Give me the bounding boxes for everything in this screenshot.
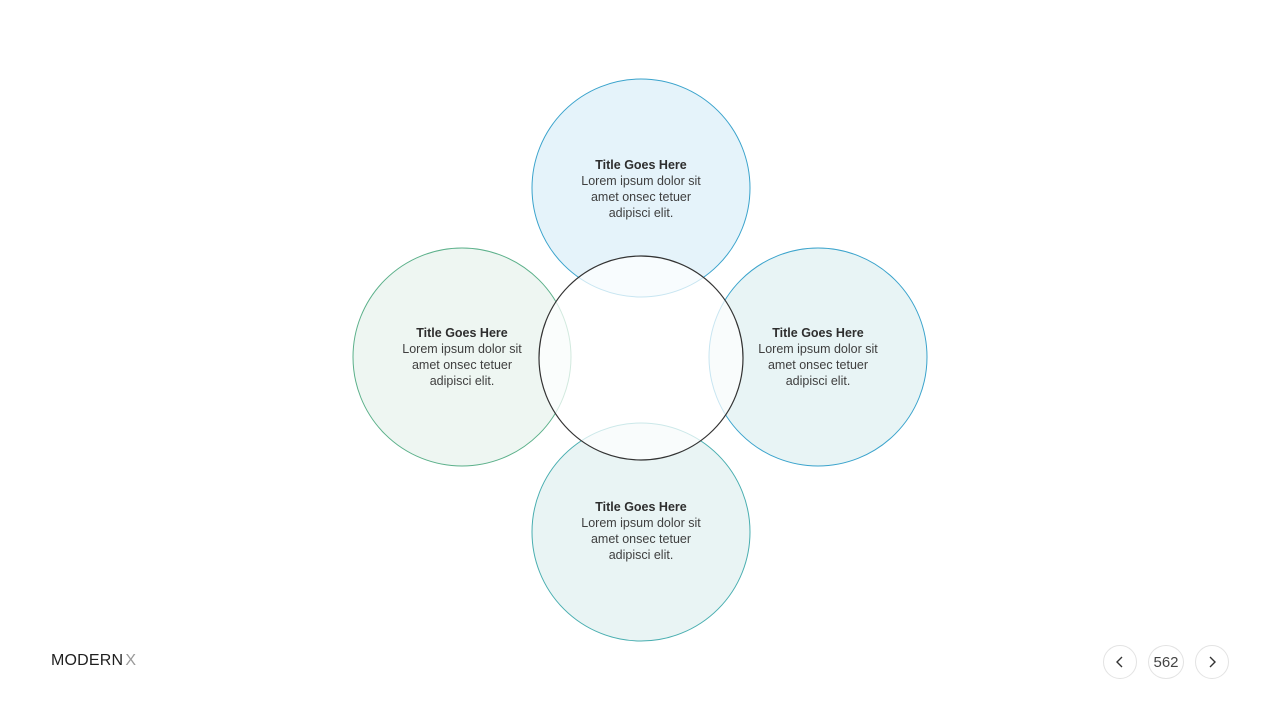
petal-right-body: Lorem ipsum dolor sit amet onsec tetuer … <box>758 342 878 388</box>
brand-main-text: MODERN <box>51 652 124 669</box>
petal-left-body: Lorem ipsum dolor sit amet onsec tetuer … <box>402 342 522 388</box>
chevron-left-icon <box>1116 656 1123 668</box>
petal-bottom-body: Lorem ipsum dolor sit amet onsec tetuer … <box>581 516 701 562</box>
petal-left-title: Title Goes Here <box>416 326 508 340</box>
petal-bottom-text: Title Goes Here Lorem ipsum dolor sit am… <box>556 499 726 563</box>
petal-right-title: Title Goes Here <box>772 326 864 340</box>
petal-top-text: Title Goes Here Lorem ipsum dolor sit am… <box>556 157 726 221</box>
center-circle <box>538 255 744 461</box>
brand-accent-text: X <box>125 652 137 669</box>
page-number: 562 <box>1148 645 1184 679</box>
petal-right-text: Title Goes Here Lorem ipsum dolor sit am… <box>733 325 903 389</box>
chevron-right-icon <box>1209 656 1216 668</box>
petal-top-body: Lorem ipsum dolor sit amet onsec tetuer … <box>581 174 701 220</box>
prev-slide-button[interactable] <box>1103 645 1137 679</box>
petal-top-title: Title Goes Here <box>595 158 687 172</box>
next-slide-button[interactable] <box>1195 645 1229 679</box>
petal-bottom-title: Title Goes Here <box>595 500 687 514</box>
petal-left-text: Title Goes Here Lorem ipsum dolor sit am… <box>377 325 547 389</box>
